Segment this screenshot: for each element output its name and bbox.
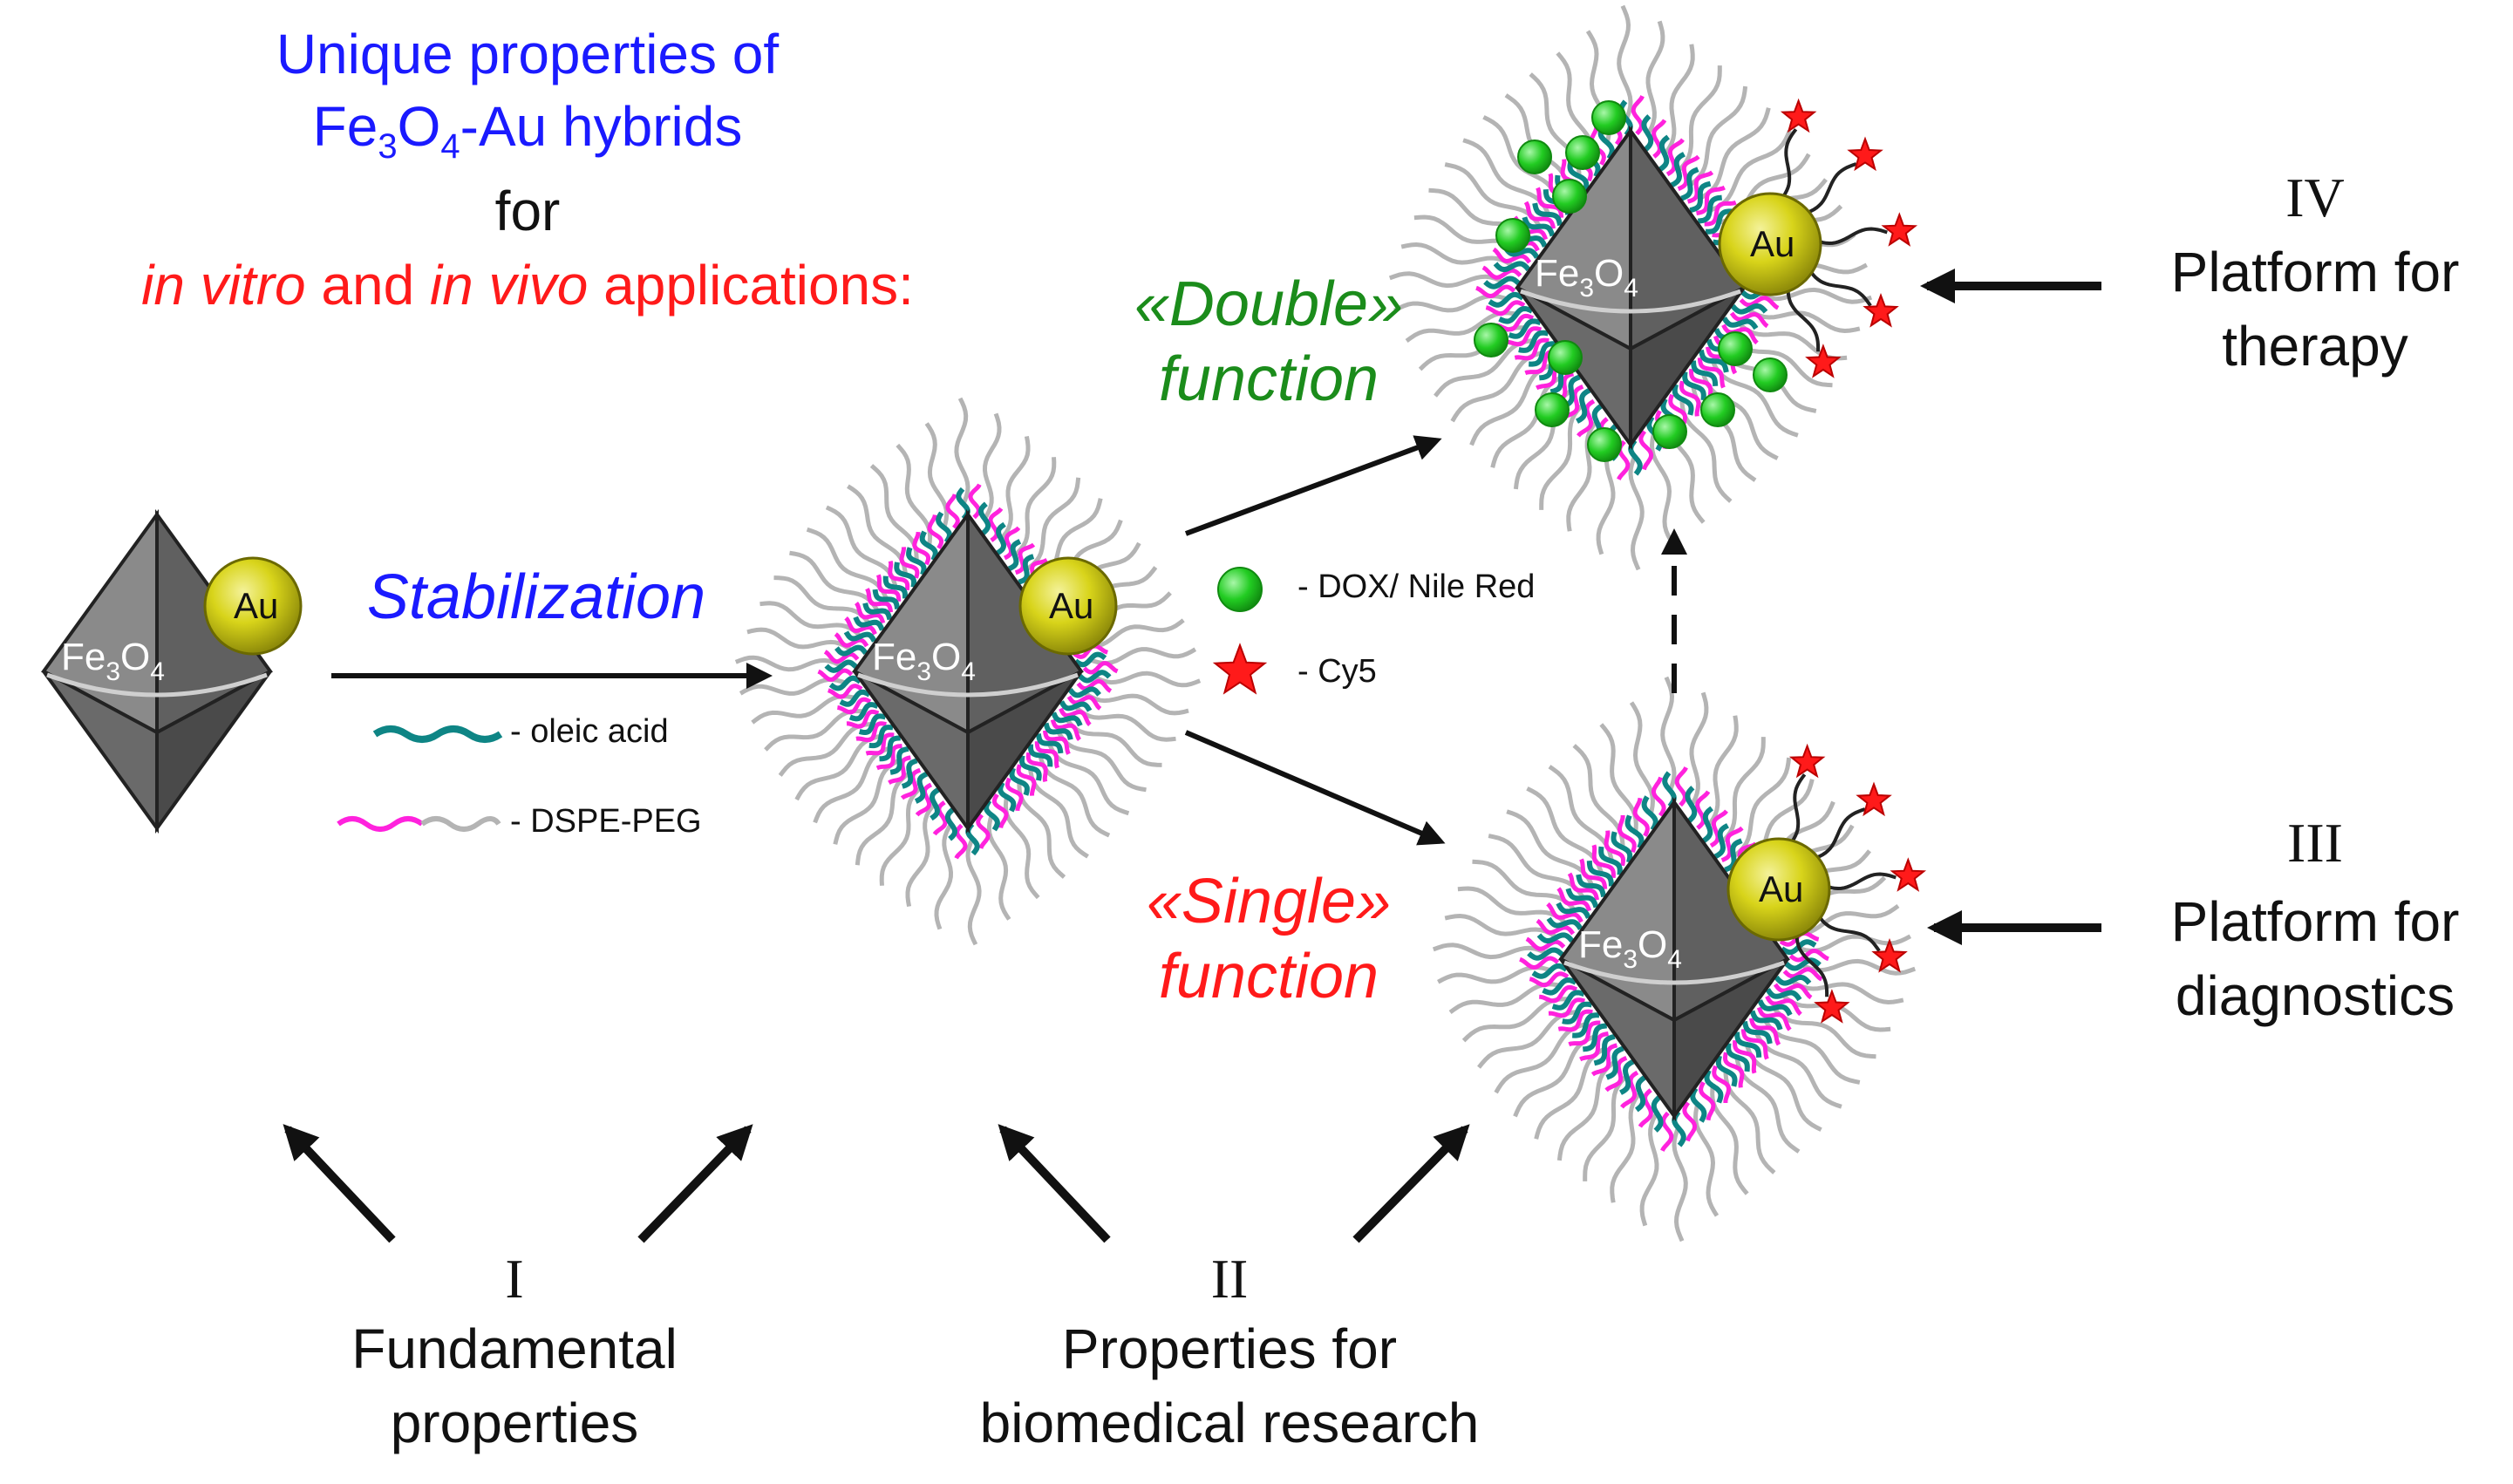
- level-i-numeral: I: [505, 1248, 524, 1310]
- fe3o4-label: Fe3O4: [61, 636, 165, 686]
- stabilized-particle: Fe3O4 Au: [734, 397, 1202, 946]
- level-iii-caption-2: diagnostics: [2175, 964, 2455, 1027]
- double-function-particle: Fe3O4 Au: [1388, 4, 1918, 571]
- level-iv-caption-1: Platform for: [2170, 241, 2460, 303]
- octahedron-core: Fe3O4: [1515, 125, 1747, 451]
- legend-dspe-peg: - DSPE-PEG: [510, 803, 702, 840]
- intro-line-1: Unique properties of: [276, 23, 780, 85]
- intro-line-4: in vitro and in vivo applications:: [141, 254, 914, 317]
- level-ii-arrow-right: [1352, 1124, 1470, 1243]
- intro-line-3: for: [494, 180, 561, 242]
- cy5-dye-stars: [1787, 743, 1927, 1024]
- dox-drug-dots: [1474, 100, 1788, 462]
- legend-cy5-star: [1212, 643, 1268, 695]
- legend-oleic-acid-swatch: [372, 725, 503, 743]
- level-i-caption-2: properties: [390, 1392, 639, 1454]
- fe3o4-label: Fe3O4: [872, 636, 976, 686]
- level-ii-caption-1: Properties for: [1061, 1317, 1398, 1380]
- legend-dox-nile-red: - DOX/ Nile Red: [1297, 568, 1536, 605]
- au-label: Au: [1759, 868, 1803, 909]
- legend-dspe-peg-swatch: [337, 816, 424, 832]
- intro-line-2: Fe3O4-Au hybrids: [312, 95, 743, 166]
- level-iv-caption-2: therapy: [2222, 315, 2408, 378]
- gold-sphere: [1726, 837, 1831, 942]
- bare-particle: Fe3O4 Au: [41, 508, 303, 834]
- octahedron-core: Fe3O4: [1558, 796, 1790, 1122]
- level-iii-caption-1: Platform for: [2170, 890, 2460, 953]
- gold-sphere: [203, 556, 303, 656]
- au-label: Au: [1750, 223, 1795, 264]
- level-ii-arrow-left: [998, 1124, 1111, 1243]
- double-function-label-1: «Double»: [1134, 269, 1404, 339]
- single-function-particle: Fe3O4 Au: [1432, 676, 1927, 1242]
- level-i-caption-1: Fundamental: [351, 1317, 678, 1380]
- fe3o4-label: Fe3O4: [1578, 923, 1682, 974]
- single-function-label-2: function: [1158, 942, 1379, 1011]
- cy5-dye-stars: [1778, 98, 1918, 378]
- level-iv-numeral: IV: [2285, 167, 2345, 228]
- double-function-label-2: function: [1158, 344, 1379, 414]
- level-iii-numeral: III: [2287, 812, 2343, 874]
- legend-dox-dot: [1217, 567, 1263, 612]
- double-function-arrow: [1184, 435, 1442, 536]
- single-function-label-1: «Single»: [1146, 867, 1392, 936]
- legend-cy5: - Cy5: [1297, 653, 1377, 690]
- level-ii-caption-2: biomedical research: [979, 1392, 1480, 1454]
- level-ii-numeral: II: [1210, 1248, 1249, 1310]
- level-i-arrow-left: [283, 1124, 396, 1243]
- level-i-arrow-right: [637, 1124, 753, 1243]
- legend-oleic-acid: - oleic acid: [510, 713, 669, 750]
- au-label: Au: [1049, 585, 1093, 626]
- gold-sphere: [1718, 192, 1822, 296]
- single-function-arrow: [1184, 730, 1446, 846]
- stabilization-label: Stabilization: [366, 562, 706, 632]
- au-label: Au: [234, 585, 278, 626]
- fe3o4-label: Fe3O4: [1535, 252, 1638, 303]
- gold-sphere: [1018, 556, 1118, 656]
- legend-peg-tail: [420, 816, 501, 832]
